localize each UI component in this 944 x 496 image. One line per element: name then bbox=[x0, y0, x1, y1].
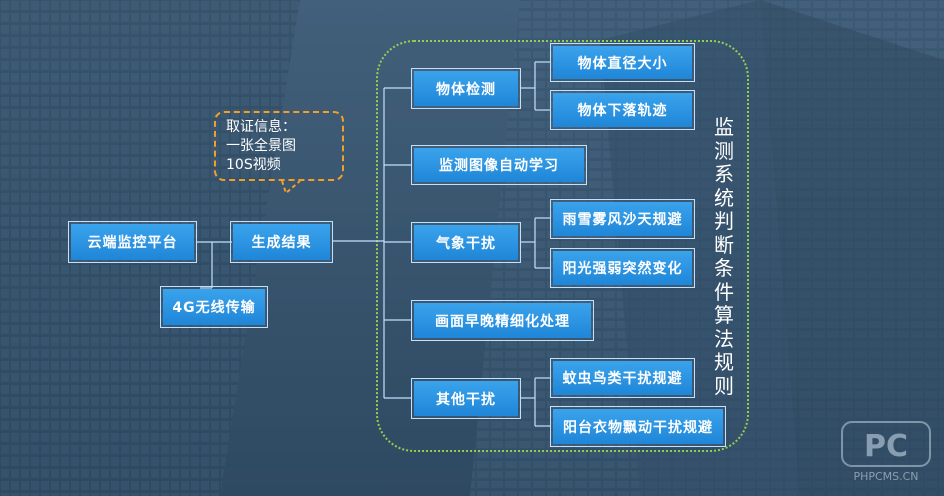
node-weather-rain-label: 雨雪雾风沙天规避 bbox=[553, 202, 692, 236]
watermark-logo: PC bbox=[864, 429, 908, 464]
node-other-bugs-label: 蚊虫鸟类干扰规避 bbox=[553, 361, 692, 395]
node-auto-learning: 监测图像自动学习 bbox=[411, 145, 587, 185]
phpcms-watermark: PC PHPCMS.CN bbox=[841, 421, 931, 483]
node-other-bugs: 蚊虫鸟类干扰规避 bbox=[550, 358, 695, 398]
evidence-callout: 取证信息： 一张全景图 10S视频 bbox=[214, 111, 344, 181]
node-weather-rain: 雨雪雾风沙天规避 bbox=[550, 199, 695, 239]
node-result-label: 生成结果 bbox=[233, 224, 330, 260]
node-other-label: 其他干扰 bbox=[414, 381, 518, 416]
node-object-size-label: 物体直径大小 bbox=[553, 46, 692, 79]
node-4g-transfer: 4G无线传输 bbox=[160, 286, 268, 328]
node-other-clothes-label: 阳台衣物飘动干扰规避 bbox=[553, 409, 723, 444]
watermark-text: PHPCMS.CN bbox=[853, 470, 918, 483]
node-weather-light-label: 阳光强弱突然变化 bbox=[553, 251, 692, 285]
node-auto-learning-label: 监测图像自动学习 bbox=[414, 148, 584, 182]
node-weather-label: 气象干扰 bbox=[414, 225, 518, 260]
node-object-size: 物体直径大小 bbox=[550, 43, 695, 82]
node-4g-transfer-label: 4G无线传输 bbox=[163, 289, 265, 325]
node-weather: 气象干扰 bbox=[411, 222, 521, 263]
node-cloud-platform: 云端监控平台 bbox=[68, 221, 197, 263]
algorithm-rules-title: 监测系统判断条件算法规则 bbox=[714, 115, 734, 398]
node-refinement-label: 画面早晚精细化处理 bbox=[414, 303, 591, 338]
node-result: 生成结果 bbox=[230, 221, 333, 263]
node-object-track-label: 物体下落轨迹 bbox=[553, 93, 692, 127]
node-object-detection-label: 物体检测 bbox=[414, 71, 518, 106]
algorithm-rules-group bbox=[376, 40, 749, 452]
node-other: 其他干扰 bbox=[411, 378, 521, 419]
node-object-track: 物体下落轨迹 bbox=[550, 90, 695, 130]
evidence-callout-text: 取证信息： 一张全景图 10S视频 bbox=[226, 119, 296, 173]
node-cloud-platform-label: 云端监控平台 bbox=[71, 224, 194, 260]
node-weather-light: 阳光强弱突然变化 bbox=[550, 248, 695, 288]
node-refinement: 画面早晚精细化处理 bbox=[411, 300, 594, 341]
node-other-clothes: 阳台衣物飘动干扰规避 bbox=[550, 406, 726, 447]
node-object-detection: 物体检测 bbox=[411, 68, 521, 109]
